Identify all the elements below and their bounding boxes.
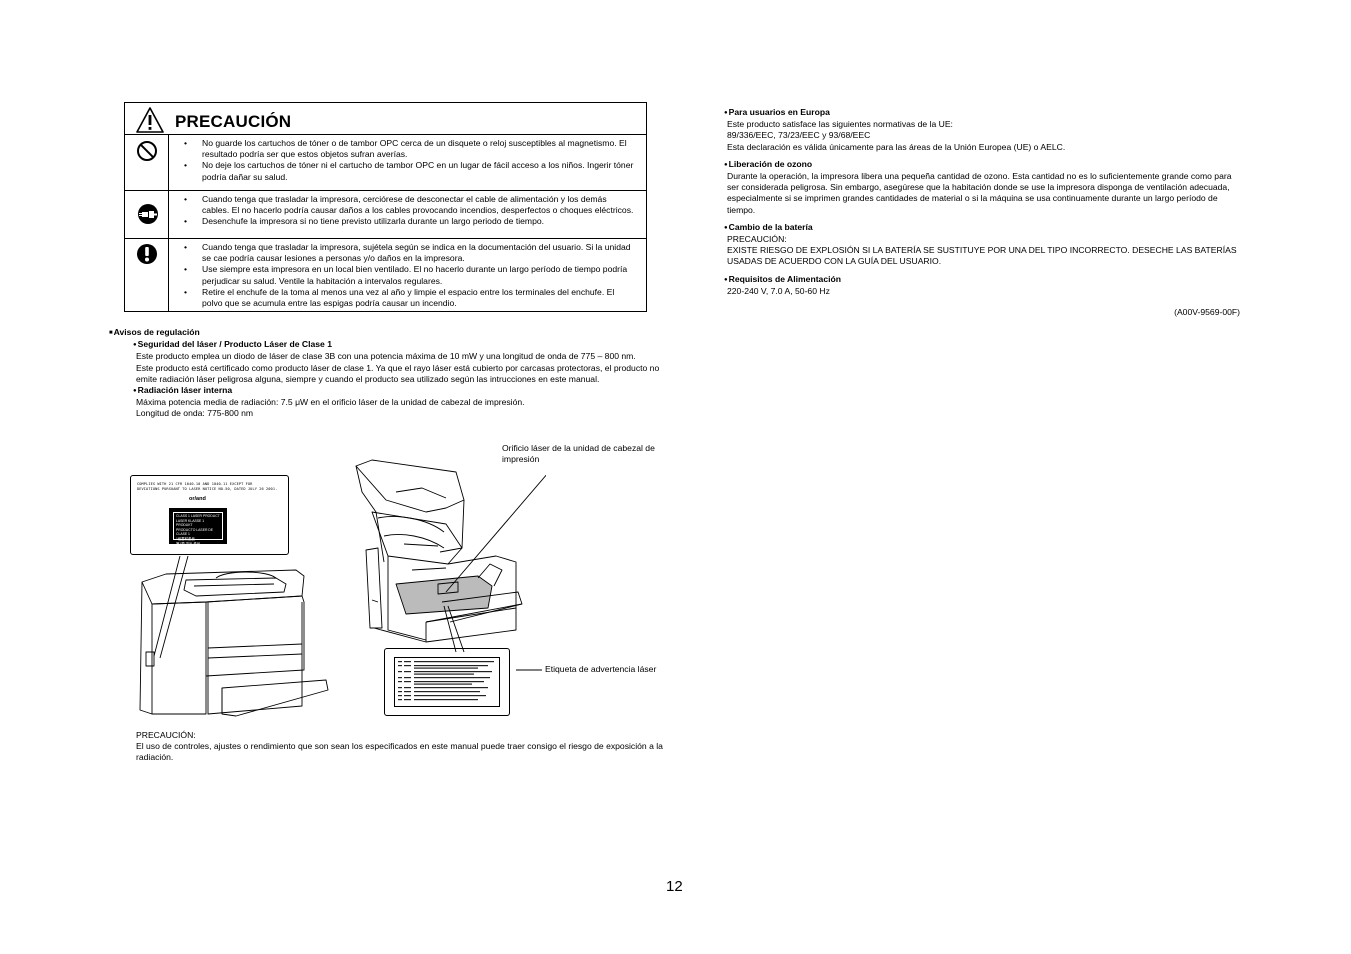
battery-body: PRECAUCIÓN: EXISTE RIESGO DE EXPLOSIÓN S… xyxy=(727,234,1240,268)
right-column: Para usuarios en Europa Este producto sa… xyxy=(724,107,1240,318)
regulatory-section: Avisos de regulación Seguridad del láser… xyxy=(109,327,679,420)
caution-item: No guarde los cartuchos de tóner o de ta… xyxy=(181,138,636,160)
laser-safety-heading: Seguridad del láser / Producto Láser de … xyxy=(133,339,679,351)
caution-list: No guarde los cartuchos de tóner o de ta… xyxy=(181,138,636,183)
prohibition-icon xyxy=(137,141,157,161)
internal-radiation-body: Máxima potencia media de radiación: 7.5 … xyxy=(136,397,679,419)
caution-item: Desenchufe la impresora si no tiene prev… xyxy=(181,216,636,227)
document-code: (A00V-9569-00F) xyxy=(1174,307,1240,318)
warning-label-box xyxy=(384,648,510,716)
battery-text: PRECAUCIÓN: xyxy=(727,234,787,245)
warning-label-callout: Etiqueta de advertencia láser xyxy=(545,664,657,674)
laser-safety-text: Este producto emplea un diodo de láser d… xyxy=(136,351,636,362)
class1-line: 第1類 激光 產品 xyxy=(176,541,201,546)
exclamation-icon xyxy=(137,244,157,264)
europe-body: Este producto satisface las siguientes n… xyxy=(727,119,1240,153)
caution-item: Use siempre esta impresora en un local b… xyxy=(181,264,636,286)
caution-list: Cuando tenga que trasladar la impresora,… xyxy=(181,194,636,228)
power-heading: Requisitos de Alimentación xyxy=(724,274,1240,286)
caution-item: Cuando tenga que trasladar la impresora,… xyxy=(181,194,636,216)
laser-safety-text: Este producto está certificado como prod… xyxy=(136,362,660,384)
europe-text: Esta declaración es válida únicamente pa… xyxy=(727,141,1066,152)
laser-safety-body: Este producto emplea un diodo de láser d… xyxy=(136,351,679,385)
certification-line: COMPLIES WITH 21 CFR 1040.10 AND 1040.11… xyxy=(137,482,253,486)
class1-label: CLASS 1 LASER PRODUCT LASER KLASSE 1 PRO… xyxy=(169,508,227,546)
caution-box: PRECAUCIÓN No guarde los cartuchos de tó… xyxy=(124,102,647,312)
label-or-and: or/and xyxy=(189,496,206,502)
bottom-caution-title: PRECAUCIÓN: xyxy=(136,730,196,740)
page-number: 12 xyxy=(666,878,683,895)
caution-item: No deje los cartuchos de tóner ni el car… xyxy=(181,160,636,182)
certification-line: DEVIATIONS PURSUANT TO LASER NOTICE NO.5… xyxy=(137,487,278,491)
battery-heading: Cambio de la batería xyxy=(724,222,1240,234)
certification-label: COMPLIES WITH 21 CFR 1040.10 AND 1040.11… xyxy=(130,475,289,555)
printer-illustration xyxy=(139,459,546,717)
class1-line: 1級雷射產品 xyxy=(176,536,195,541)
ozone-heading: Liberación de ozono xyxy=(724,159,1240,171)
internal-radiation-heading: Radiación láser interna xyxy=(133,385,679,397)
europe-heading: Para usuarios en Europa xyxy=(724,107,1240,119)
caution-item: Cuando tenga que trasladar la impresora,… xyxy=(181,242,636,264)
caution-item: Retire el enchufe de la toma al menos un… xyxy=(181,287,636,309)
warning-label-plate xyxy=(394,657,500,707)
caution-header: PRECAUCIÓN xyxy=(125,103,646,135)
internal-radiation-text: Longitud de onda: 775-800 nm xyxy=(136,408,254,419)
closed-printer-drawing xyxy=(139,569,329,717)
ozone-text: Durante la operación, la impresora liber… xyxy=(727,171,1232,215)
class1-line: CLASS 1 LASER PRODUCT xyxy=(176,514,220,518)
europe-text: Este producto satisface las siguientes n… xyxy=(727,119,953,130)
certification-text: COMPLIES WITH 21 CFR 1040.10 AND 1040.11… xyxy=(137,482,277,492)
bottom-caution: PRECAUCIÓN: El uso de controles, ajustes… xyxy=(136,730,672,764)
caution-row-icon-cell xyxy=(125,135,169,190)
europe-text: 89/336/EEC, 73/23/EEC y 93/68/EEC xyxy=(727,130,871,141)
caution-row-icon-cell xyxy=(125,239,169,312)
class1-line: PRODUCTO LASER DE CLASE 1 xyxy=(176,527,214,537)
caution-row-icon-cell xyxy=(125,191,169,238)
caution-list: Cuando tenga que trasladar la impresora,… xyxy=(181,242,636,309)
warning-triangle-icon xyxy=(136,107,164,133)
internal-radiation-text: Máxima potencia media de radiación: 7.5 … xyxy=(136,397,525,408)
class1-line: LASER KLASSE 1 PRODUKT xyxy=(176,518,205,528)
open-printer-drawing xyxy=(355,459,523,643)
caution-row-magnetism: No guarde los cartuchos de tóner o de ta… xyxy=(125,135,646,191)
unplug-icon xyxy=(138,204,158,224)
power-text: 220-240 V, 7.0 A, 50-60 Hz xyxy=(727,285,830,296)
caution-title: PRECAUCIÓN xyxy=(175,112,292,131)
battery-text: EXISTE RIESGO DE EXPLOSIÓN SI LA BATERÍA… xyxy=(727,245,1237,267)
bottom-caution-text: El uso de controles, ajustes o rendimien… xyxy=(136,741,663,763)
class1-label-inner: CLASS 1 LASER PRODUCT LASER KLASSE 1 PRO… xyxy=(173,512,223,546)
caution-row-handling: Cuando tenga que trasladar la impresora,… xyxy=(125,239,646,312)
warning-label-text-lines xyxy=(398,661,494,701)
regulatory-heading: Avisos de regulación xyxy=(109,327,679,339)
caution-row-unplug: Cuando tenga que trasladar la impresora,… xyxy=(125,191,646,239)
laser-aperture-callout: Orificio láser de la unidad de cabezal d… xyxy=(502,443,655,465)
